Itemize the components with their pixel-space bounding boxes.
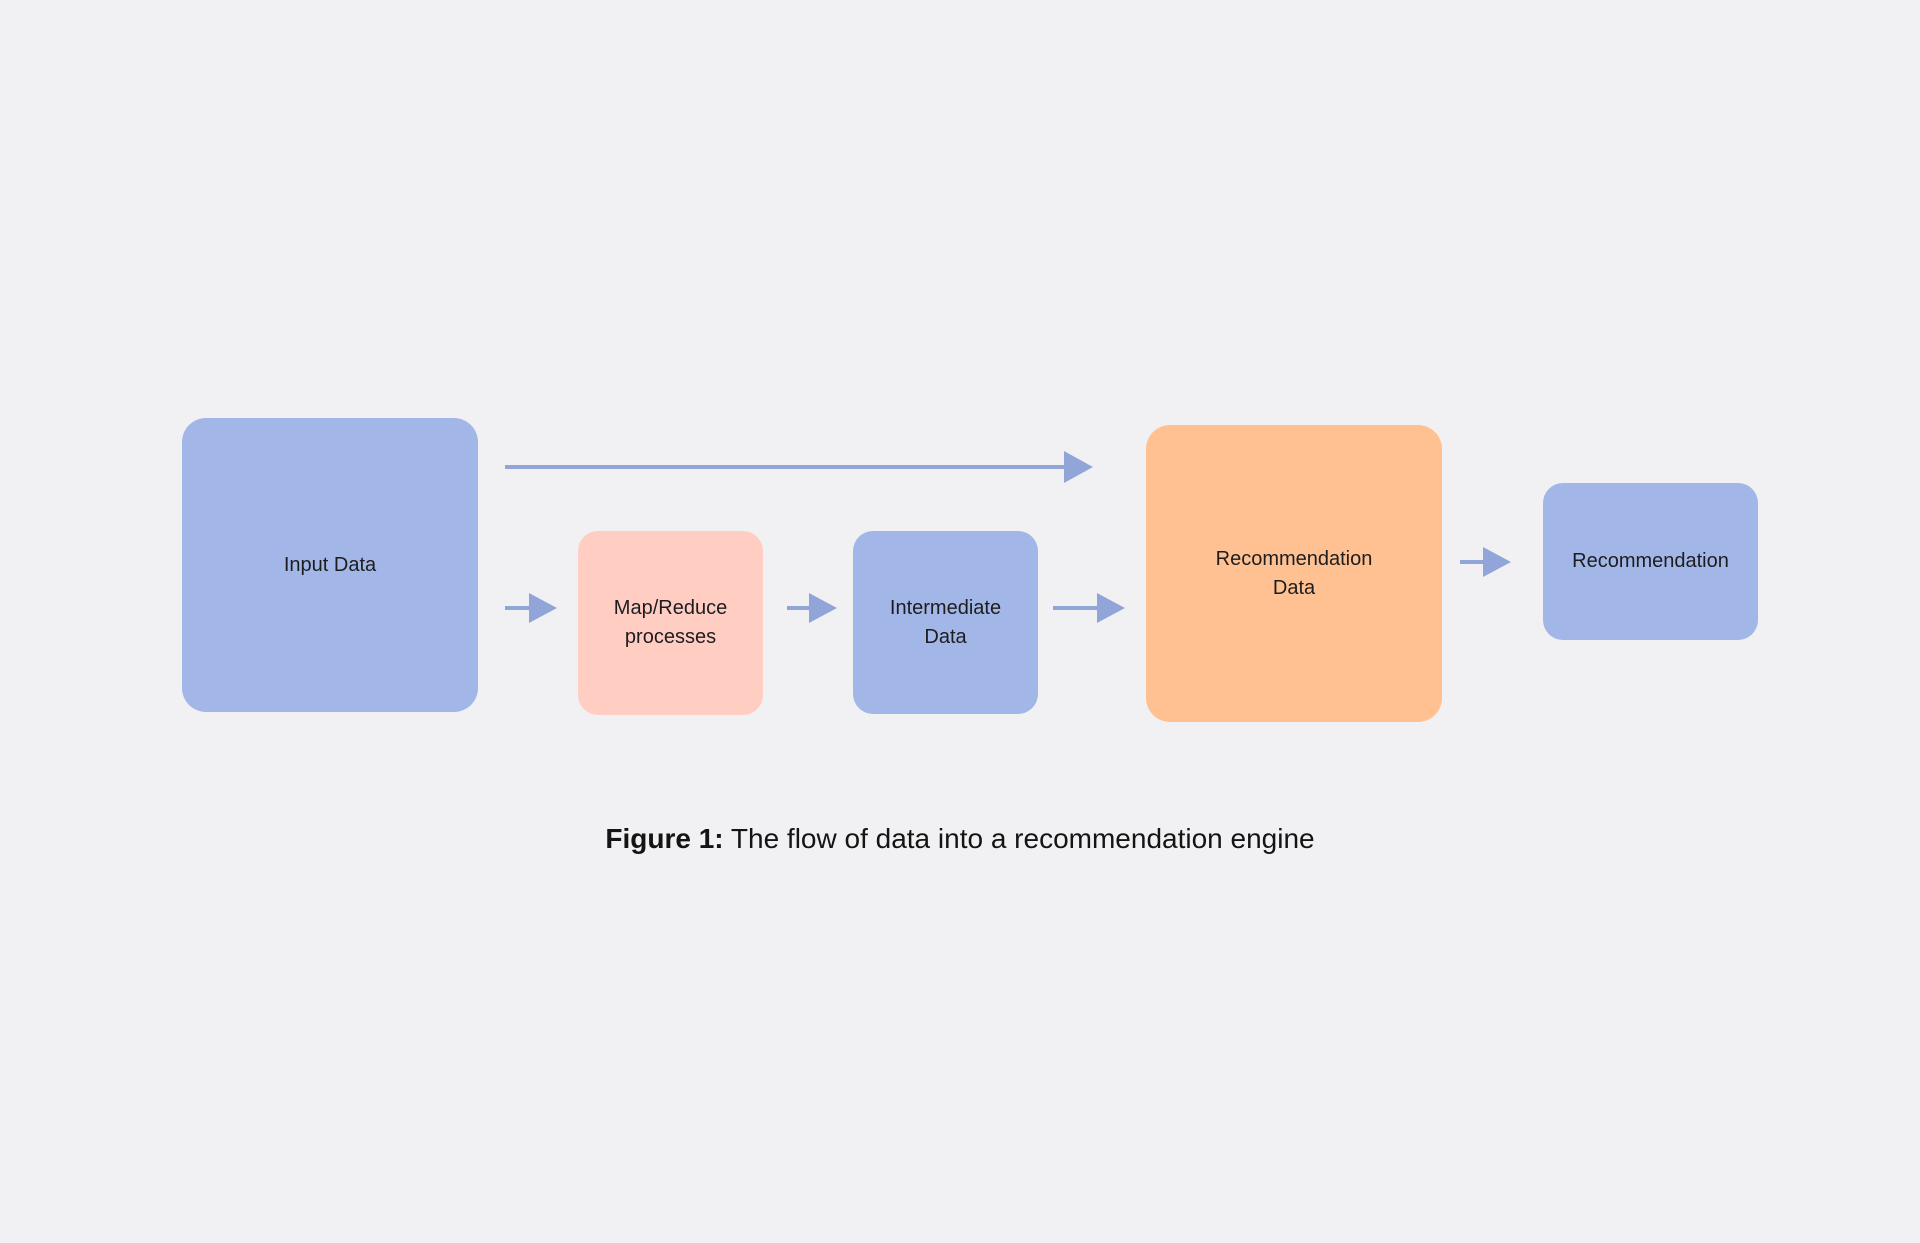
node-input-data-label: Input Data	[283, 553, 377, 576]
node-map-reduce-label: Map/Reduce processes	[613, 597, 728, 648]
arrow-recommendation-data-to-recommendation	[1460, 547, 1511, 577]
arrow-intermediate-to-recommendation-data	[1053, 593, 1125, 623]
node-recommendation-data-label: Recommendation Data	[1215, 547, 1373, 599]
arrow-input-to-map-reduce	[505, 593, 557, 623]
figure-caption-prefix: Figure 1:	[605, 823, 724, 854]
arrow-input-to-recommendation-data	[505, 451, 1093, 483]
node-input-data: Input Data	[182, 418, 478, 712]
node-recommendation-data: Recommendation Data	[1146, 425, 1442, 722]
node-map-reduce: Map/Reduce processes	[578, 531, 763, 715]
figure-caption-text: The flow of data into a recommendation e…	[723, 823, 1315, 854]
node-intermediate-data-label: Intermediate Data	[889, 596, 1002, 648]
node-recommendation-label: Recommendation	[1572, 550, 1729, 572]
arrow-map-reduce-to-intermediate	[787, 593, 837, 623]
node-recommendation: Recommendation	[1543, 483, 1758, 640]
node-intermediate-data: Intermediate Data	[853, 531, 1038, 714]
figure-caption: Figure 1: The flow of data into a recomm…	[0, 822, 1920, 856]
